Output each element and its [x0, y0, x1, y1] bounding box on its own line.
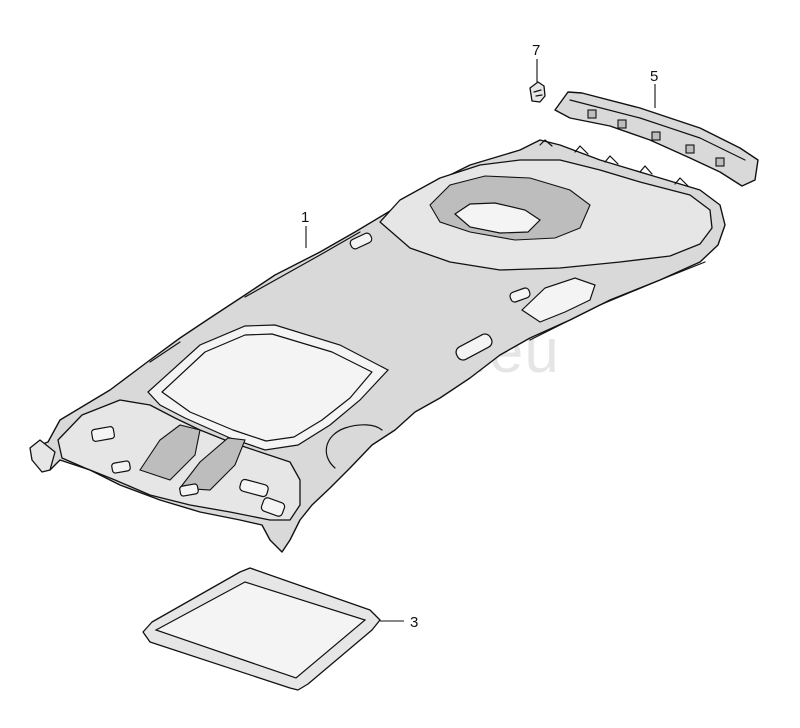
- grab-handle-side: [455, 333, 493, 361]
- front-lamp-left: [91, 426, 115, 442]
- clip-detail: [533, 89, 543, 97]
- sunroof-seal-part-3[interactable]: [142, 567, 381, 691]
- grab-handle-front-left: [239, 478, 269, 498]
- callout-7: 7: [532, 42, 540, 59]
- clip-body: [529, 81, 546, 103]
- rear-lamp: [509, 287, 531, 303]
- front-left-tab: [29, 439, 56, 473]
- callout-1: 1: [301, 209, 309, 226]
- rear-trim-part-5[interactable]: [554, 91, 759, 187]
- clip-part-7[interactable]: [529, 81, 546, 103]
- callout-3: 3: [410, 614, 418, 631]
- rear-console-window: [454, 202, 541, 234]
- trim-clip-2: [617, 119, 627, 129]
- grab-handle-front-right: [260, 497, 286, 517]
- visor-recess-right: [178, 437, 246, 491]
- trim-clip-5: [715, 157, 725, 167]
- sunroof-inner-edge: [161, 333, 373, 442]
- front-lamp-right: [179, 483, 199, 497]
- seal-inner: [154, 581, 367, 679]
- headliner-part-1[interactable]: [29, 139, 726, 553]
- trim-clip-1: [587, 109, 597, 119]
- grab-handle-top: [349, 232, 373, 250]
- side-edge-line-2: [149, 341, 181, 363]
- side-trim-curve: [325, 424, 383, 469]
- side-edge-line-1: [244, 231, 361, 298]
- visor-recess-left: [139, 424, 201, 481]
- rear-trim-ridge: [569, 99, 746, 161]
- rear-edge-line: [529, 261, 706, 341]
- trim-clip-4: [685, 144, 695, 154]
- sunroof-opening: [147, 324, 389, 451]
- rear-clip-tabs: [539, 139, 689, 187]
- rear-handle: [521, 277, 596, 323]
- callout-5: 5: [650, 68, 658, 85]
- trim-clip-3: [651, 131, 661, 141]
- front-lamp-center: [111, 460, 131, 474]
